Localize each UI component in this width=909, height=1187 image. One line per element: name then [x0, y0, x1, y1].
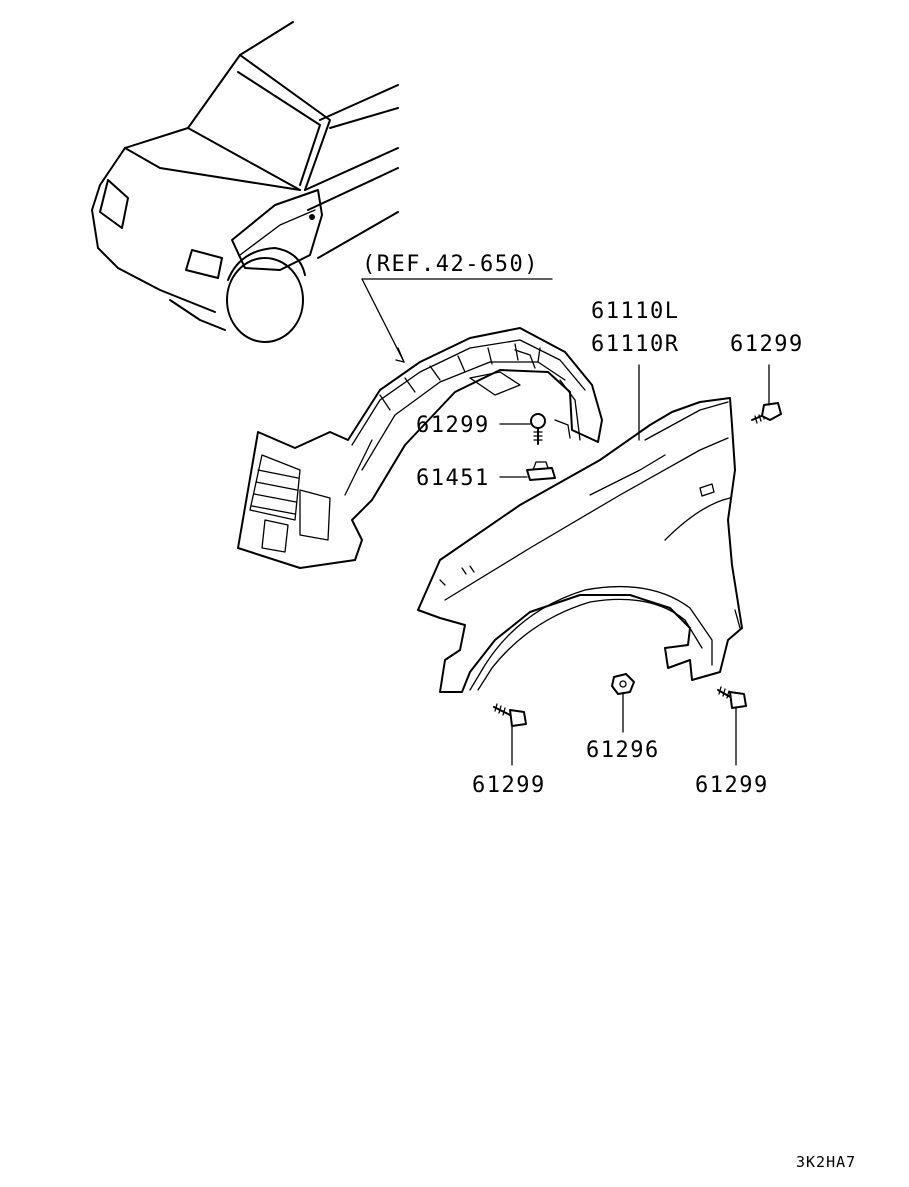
reference-label: (REF.42-650) — [362, 252, 539, 277]
part-number-nut: 61296 — [586, 738, 660, 763]
part-number-bolt-bottom-right: 61299 — [695, 773, 769, 798]
part-number-fender-left: 61110L — [591, 299, 679, 324]
vehicle-overview-illustration — [91, 21, 399, 343]
inner-fender-liner-illustration — [237, 327, 603, 569]
clip-icon — [526, 461, 556, 481]
bolt-bottom-left-icon — [493, 703, 527, 727]
bolt-top-right-icon — [751, 402, 782, 424]
part-number-clip: 61451 — [416, 466, 490, 491]
part-number-bolt-middle: 61299 — [416, 413, 490, 438]
part-number-bolt-top-right: 61299 — [730, 332, 804, 357]
bolt-bottom-right-icon — [717, 686, 747, 709]
nut-icon — [611, 673, 635, 695]
drawing-code: 3K2HA7 — [796, 1153, 856, 1171]
part-number-bolt-bottom-left: 61299 — [472, 773, 546, 798]
part-number-fender-right: 61110R — [591, 332, 679, 357]
front-fender-illustration — [417, 397, 743, 693]
leader-lines — [361, 278, 770, 766]
bolt-middle-icon — [530, 413, 546, 445]
